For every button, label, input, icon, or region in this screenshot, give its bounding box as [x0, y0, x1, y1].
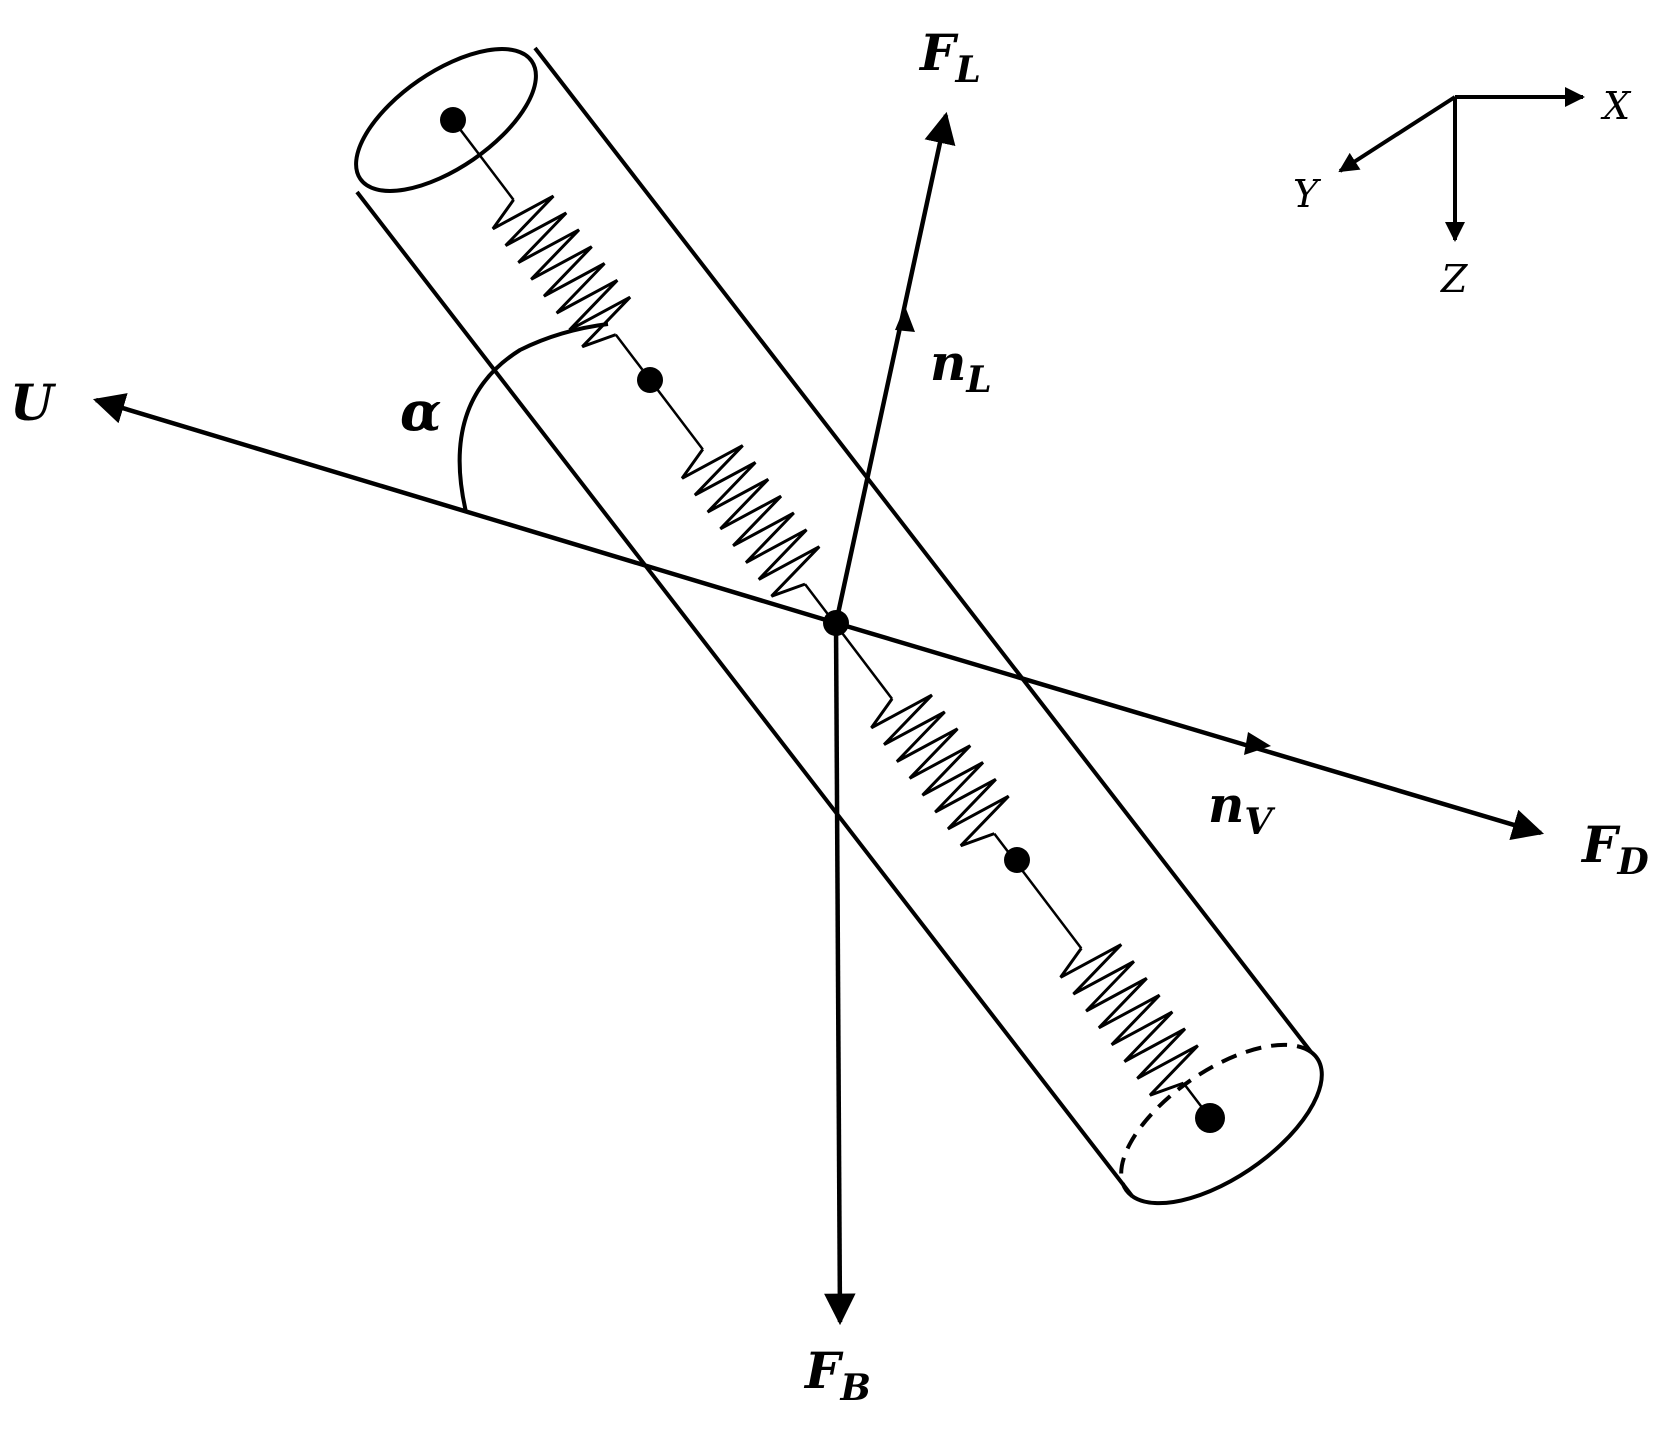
cylinder-top-cap [354, 47, 538, 193]
normal-velocity-label: nV [1208, 775, 1275, 843]
lift-direction-symbol: n [930, 333, 966, 392]
lift-direction-label: nL [930, 333, 992, 401]
coordinate-axes: X Y Z [1293, 84, 1632, 301]
mass-node [637, 367, 663, 393]
lift-force-subscript: L [955, 49, 981, 91]
flow-velocity-symbol: U [10, 373, 57, 432]
force-vectors [92, 111, 1545, 1326]
cylinder-bottom-cap-front [1130, 1050, 1324, 1206]
drag-force-symbol: F [1580, 815, 1621, 874]
lift-force-label: FL [918, 23, 981, 91]
chain-link [1019, 867, 1083, 950]
cylinder-right-edge [533, 46, 1313, 1054]
z-axis-label: Z [1440, 257, 1468, 301]
mass-spring-chain [440, 107, 1225, 1133]
mass-node [1004, 847, 1030, 873]
chain-link [614, 333, 644, 371]
chain-link [804, 583, 833, 620]
lift-force-symbol: F [918, 23, 959, 82]
flow-velocity-label: U [10, 373, 57, 432]
y-axis-label: Y [1293, 172, 1322, 216]
lift-direction-arrowhead [895, 306, 915, 332]
buoyancy-force-arrow [824, 622, 856, 1326]
lift-direction-subscript: L [965, 359, 991, 401]
angle-symbol: α [400, 379, 442, 443]
cylinder-left-edge [355, 190, 1134, 1198]
angle-arc [457, 322, 609, 513]
normal-velocity-symbol: n [1208, 775, 1244, 834]
mass-node [1195, 1103, 1225, 1133]
chain-link [452, 119, 515, 201]
normal-velocity-subscript: V [1244, 801, 1275, 843]
y-axis-arrow [1338, 95, 1457, 173]
spring [491, 194, 632, 349]
drag-force-label: FD [1580, 815, 1649, 883]
drag-force-subscript: D [1617, 841, 1649, 883]
buoyancy-force-label: FB [803, 1341, 871, 1409]
spring [1059, 943, 1199, 1097]
normal-velocity-arrowhead [1244, 732, 1271, 755]
mass-node [440, 107, 466, 133]
angle-label: α [400, 379, 442, 443]
spring [680, 444, 821, 598]
cylinder-bottom-cap-hidden [1119, 1042, 1313, 1198]
buoyancy-force-symbol: F [803, 1341, 844, 1400]
lift-force-arrow [833, 111, 956, 624]
flow-velocity-arrow [92, 393, 837, 626]
x-axis-label: X [1600, 84, 1632, 128]
buoyancy-force-subscript: B [840, 1367, 871, 1409]
cylinder [354, 46, 1324, 1206]
drag-force-arrow [835, 620, 1545, 841]
spring [870, 693, 1010, 848]
